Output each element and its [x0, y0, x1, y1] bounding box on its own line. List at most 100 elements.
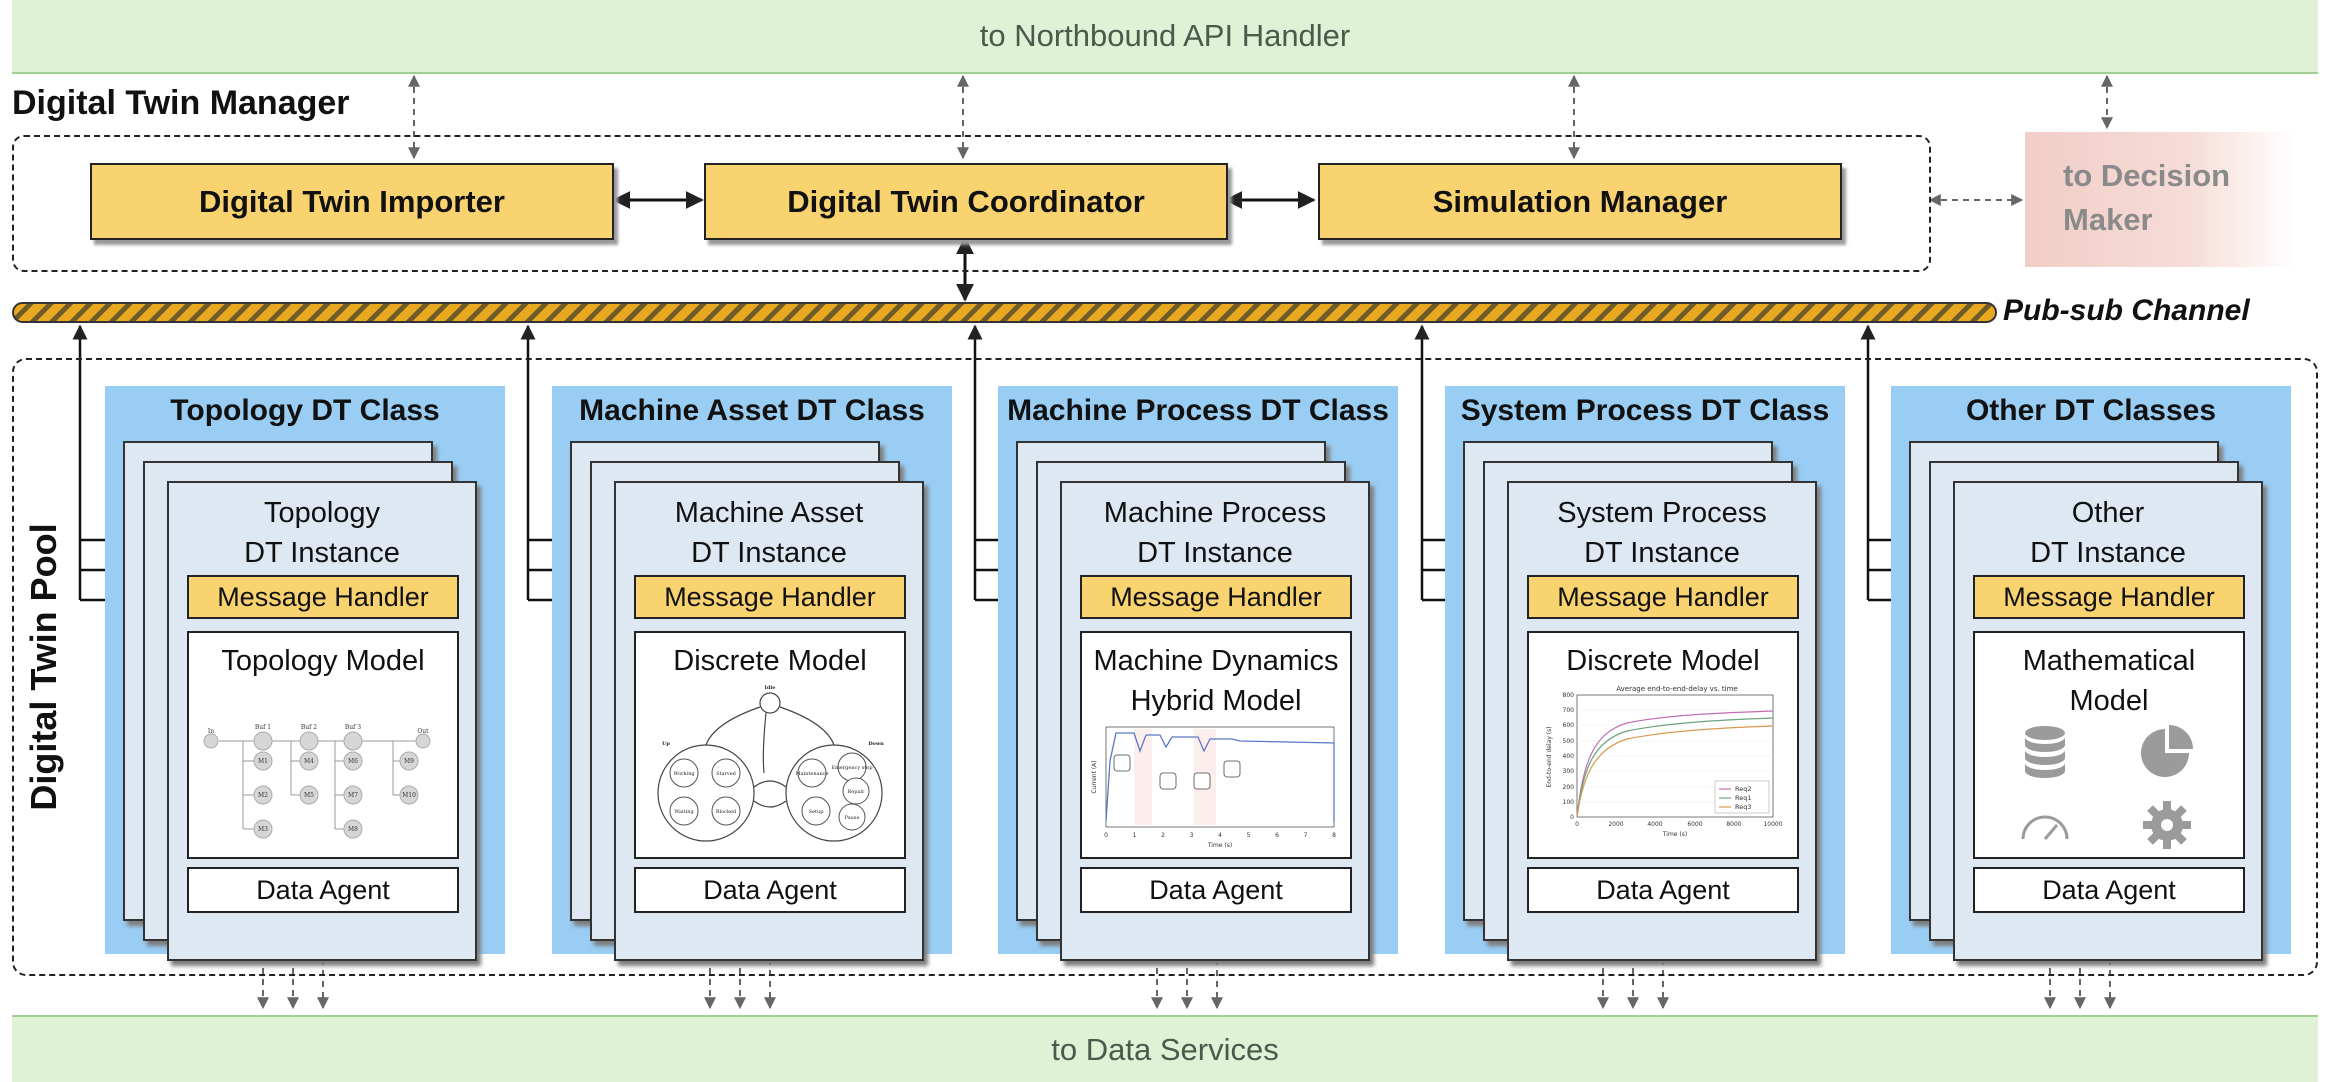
svg-text:Idle: Idle	[765, 685, 776, 691]
svg-text:3: 3	[1190, 832, 1194, 839]
data-services-band: to Data Services	[12, 1015, 2318, 1082]
northbound-api-band: to Northbound API Handler	[12, 0, 2318, 74]
svg-text:Working: Working	[673, 771, 695, 777]
svg-text:M7: M7	[348, 792, 358, 799]
svg-text:M10: M10	[402, 792, 416, 799]
digital-twin-pool-box	[12, 358, 2318, 976]
svg-text:Req1: Req1	[1735, 794, 1752, 802]
svg-text:200: 200	[1563, 784, 1575, 791]
svg-text:Up: Up	[662, 741, 670, 747]
svg-text:600: 600	[1563, 722, 1575, 729]
pubsub-channel-label: Pub-sub Channel	[2003, 294, 2250, 327]
svg-text:M4: M4	[304, 758, 314, 765]
model-box: Topology Model	[187, 631, 459, 859]
svg-text:8000: 8000	[1726, 821, 1741, 828]
svg-text:Current (A): Current (A)	[1091, 760, 1098, 793]
pubsub-channel-bar	[12, 302, 1997, 323]
svg-text:M2: M2	[258, 792, 268, 799]
message-handler: Message Handler	[187, 575, 459, 619]
svg-text:Down: Down	[868, 741, 884, 747]
svg-text:Time (s): Time (s)	[1207, 842, 1232, 849]
svg-text:M6: M6	[348, 758, 358, 765]
svg-text:End-to-end delay (s): End-to-end delay (s)	[1546, 726, 1553, 787]
data-agent: Data Agent	[1080, 867, 1352, 913]
svg-text:800: 800	[1563, 692, 1575, 699]
svg-text:0: 0	[1575, 821, 1579, 828]
svg-text:4000: 4000	[1647, 821, 1662, 828]
svg-text:In: In	[208, 728, 214, 735]
svg-text:M3: M3	[258, 826, 268, 833]
simulation-manager: Simulation Manager	[1318, 163, 1842, 240]
data-agent: Data Agent	[1973, 867, 2245, 913]
svg-text:700: 700	[1563, 707, 1575, 714]
dt-class-title: Machine Process DT Class	[1007, 394, 1389, 427]
svg-text:Blocked: Blocked	[716, 809, 737, 815]
database-icon	[2025, 726, 2065, 778]
svg-text:10000: 10000	[1763, 821, 1782, 828]
svg-text:300: 300	[1563, 768, 1575, 775]
model-title: Topology Model	[221, 645, 425, 677]
svg-text:Repair: Repair	[848, 789, 866, 795]
hybrid-model-plot: 0 1 2 3 4 5 6 7 8 Time (s) Current (A)	[1091, 726, 1336, 849]
message-handler: Message Handler	[634, 575, 906, 619]
data-agent: Data Agent	[634, 867, 906, 913]
svg-text:0: 0	[1570, 814, 1574, 821]
delay-vs-time-plot: Average end-to-end-delay vs. time Req2	[1546, 685, 1783, 838]
svg-text:M9: M9	[404, 758, 414, 765]
svg-text:2: 2	[1161, 832, 1165, 839]
message-handler: Message Handler	[1973, 575, 2245, 619]
message-handler: Message Handler	[1527, 575, 1799, 619]
svg-text:Req2: Req2	[1735, 785, 1752, 793]
svg-text:0: 0	[1104, 832, 1108, 839]
svg-text:Waiting: Waiting	[674, 809, 694, 815]
state-machine-figure: Idle Up Down Working Starved Waiting Blo…	[657, 685, 884, 842]
svg-text:Time (s): Time (s)	[1662, 831, 1687, 838]
svg-text:Average end-to-end-delay vs. t: Average end-to-end-delay vs. time	[1616, 685, 1738, 693]
svg-text:6: 6	[1275, 832, 1279, 839]
dt-class-title: System Process DT Class	[1460, 394, 1830, 427]
data-agent: Data Agent	[1527, 867, 1799, 913]
svg-text:Emergency stop: Emergency stop	[831, 765, 872, 771]
svg-text:1: 1	[1133, 832, 1137, 839]
svg-text:4: 4	[1218, 832, 1222, 839]
svg-text:Maintenance: Maintenance	[795, 771, 828, 777]
svg-text:2000: 2000	[1608, 821, 1623, 828]
svg-text:Out: Out	[417, 728, 429, 735]
svg-text:7: 7	[1304, 832, 1308, 839]
svg-text:Pause: Pause	[845, 815, 860, 821]
model-title: Discrete Model	[1566, 645, 1760, 677]
model-box: Discrete Model Average end-to-end-delay …	[1527, 631, 1799, 859]
svg-text:M8: M8	[348, 826, 358, 833]
gear-icon	[2143, 801, 2191, 849]
model-box: Discrete Model Idle	[634, 631, 906, 859]
svg-text:500: 500	[1563, 738, 1575, 745]
svg-text:Buf 2: Buf 2	[301, 724, 317, 731]
svg-text:Buf 1: Buf 1	[255, 724, 271, 731]
svg-text:400: 400	[1563, 753, 1575, 760]
svg-text:8: 8	[1332, 832, 1336, 839]
svg-text:M1: M1	[258, 758, 268, 765]
gauge-icon	[2021, 815, 2069, 840]
dt-class-machine-process: Machine Process DT Class Machine Process…	[998, 386, 1398, 961]
model-title: Discrete Model	[673, 645, 867, 677]
svg-text:Buf 3: Buf 3	[345, 724, 361, 731]
digital-twin-importer: Digital Twin Importer	[90, 163, 614, 240]
digital-twin-manager-box	[12, 135, 1931, 272]
model-icons-figure	[2021, 725, 2193, 849]
